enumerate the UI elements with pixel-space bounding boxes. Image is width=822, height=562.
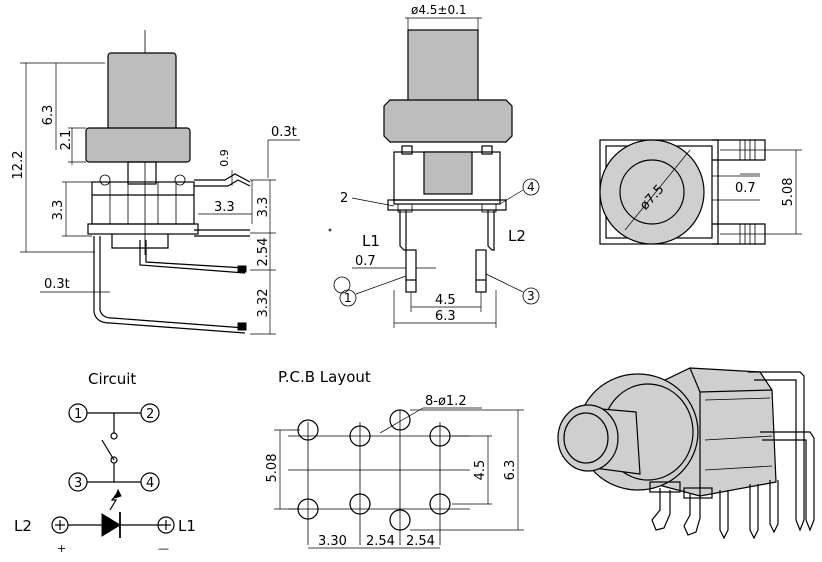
side-base <box>87 223 199 235</box>
circuit: Circuit 1 2 3 4 L2 L1 + — <box>14 370 196 555</box>
dim-cap-diameter: ø4.5±0.1 <box>411 3 467 17</box>
dim-top-pin-span: 5.08 <box>781 178 796 207</box>
front-collar <box>383 99 513 143</box>
dim-pcb-inner-pitch: 4.5 <box>473 460 488 481</box>
circuit-label-l2: L2 <box>14 517 32 535</box>
side-collar <box>85 127 191 163</box>
circuit-pin-2: 2 <box>146 407 154 422</box>
pcb-title: P.C.B Layout <box>278 368 371 386</box>
pcb-hole <box>349 493 371 515</box>
dim-lead-gap: 0.9 <box>218 149 231 167</box>
dim-front-pin-width: 0.7 <box>355 254 376 269</box>
pcb-hole <box>429 425 451 447</box>
front-label-l1: L1 <box>362 232 380 250</box>
isometric-view <box>557 367 815 540</box>
dim-pcb-outer-pitch: 6.3 <box>503 460 518 481</box>
dim-pcb-spacing-2: 2.54 <box>366 534 395 549</box>
front-pin-1: 1 <box>344 291 352 305</box>
pcb-hole <box>389 509 411 531</box>
dim-body-offset: 3.3 <box>214 200 235 215</box>
top-inner-circle <box>619 159 685 225</box>
iso-cap <box>557 404 619 472</box>
circuit-plus: + <box>57 542 66 555</box>
top-view: ø7.5 0.7 5.08 <box>599 139 802 245</box>
front-pin-3-circle <box>522 287 540 305</box>
side-body <box>91 181 195 225</box>
side-cap <box>107 52 177 134</box>
dim-lead-thickness-bottom: 0.3t <box>44 277 70 292</box>
dim-pcb-spacing-3: 2.54 <box>406 534 435 549</box>
dim-front-pin-pitch: 4.5 <box>435 293 456 308</box>
dim-body-height: 3.3 <box>51 200 66 221</box>
dim-body-height-right: 3.3 <box>256 197 271 218</box>
pcb-layout: P.C.B Layout 8-ø1.2 5.08 4.5 <box>265 368 524 549</box>
dim-lead-thickness-top: 0.3t <box>271 125 297 140</box>
front-pin-4: 4 <box>527 180 535 194</box>
dim-front-body-width: 6.3 <box>435 309 456 324</box>
pcb-hole <box>389 409 411 431</box>
dim-collar-height: 2.1 <box>59 130 74 151</box>
dim-pcb-spacing-1: 3.30 <box>318 534 347 549</box>
dim-pcb-row-pitch: 5.08 <box>265 454 280 483</box>
front-pin-1-circle <box>339 289 357 307</box>
front-pin-3: 3 <box>527 289 535 303</box>
pcb-hole <box>349 425 371 447</box>
dim-cap-height: 6.3 <box>41 105 56 126</box>
dim-overall-height: 12.2 <box>11 151 26 180</box>
front-pin-2: 2 <box>340 191 348 206</box>
front-label-l2: L2 <box>508 227 526 245</box>
front-view: ø4.5±0.1 2 4 L1 L2 0.7 <box>333 3 540 328</box>
circuit-label-l1: L1 <box>178 517 196 535</box>
side-stem <box>127 161 157 185</box>
front-cap <box>407 29 479 105</box>
dim-lead-length: 3.32 <box>256 289 271 318</box>
dim-pin-height: 2.54 <box>256 238 271 267</box>
front-pin-4-circle <box>522 178 540 196</box>
circuit-title: Circuit <box>88 370 136 388</box>
circuit-pin-4: 4 <box>146 476 154 491</box>
pcb-hole-spec: 8-ø1.2 <box>425 394 467 409</box>
dim-top-pin-width: 0.7 <box>735 181 756 196</box>
side-view: 12.2 6.3 2.1 3.3 0.3t 0.3t 0.9 3.3 3.3 2… <box>11 30 300 335</box>
circuit-minus: — <box>158 542 169 555</box>
pcb-hole <box>429 493 451 515</box>
top-outer-ring <box>599 139 705 245</box>
circuit-pin-3: 3 <box>74 476 82 491</box>
circuit-pin-1: 1 <box>74 407 82 422</box>
